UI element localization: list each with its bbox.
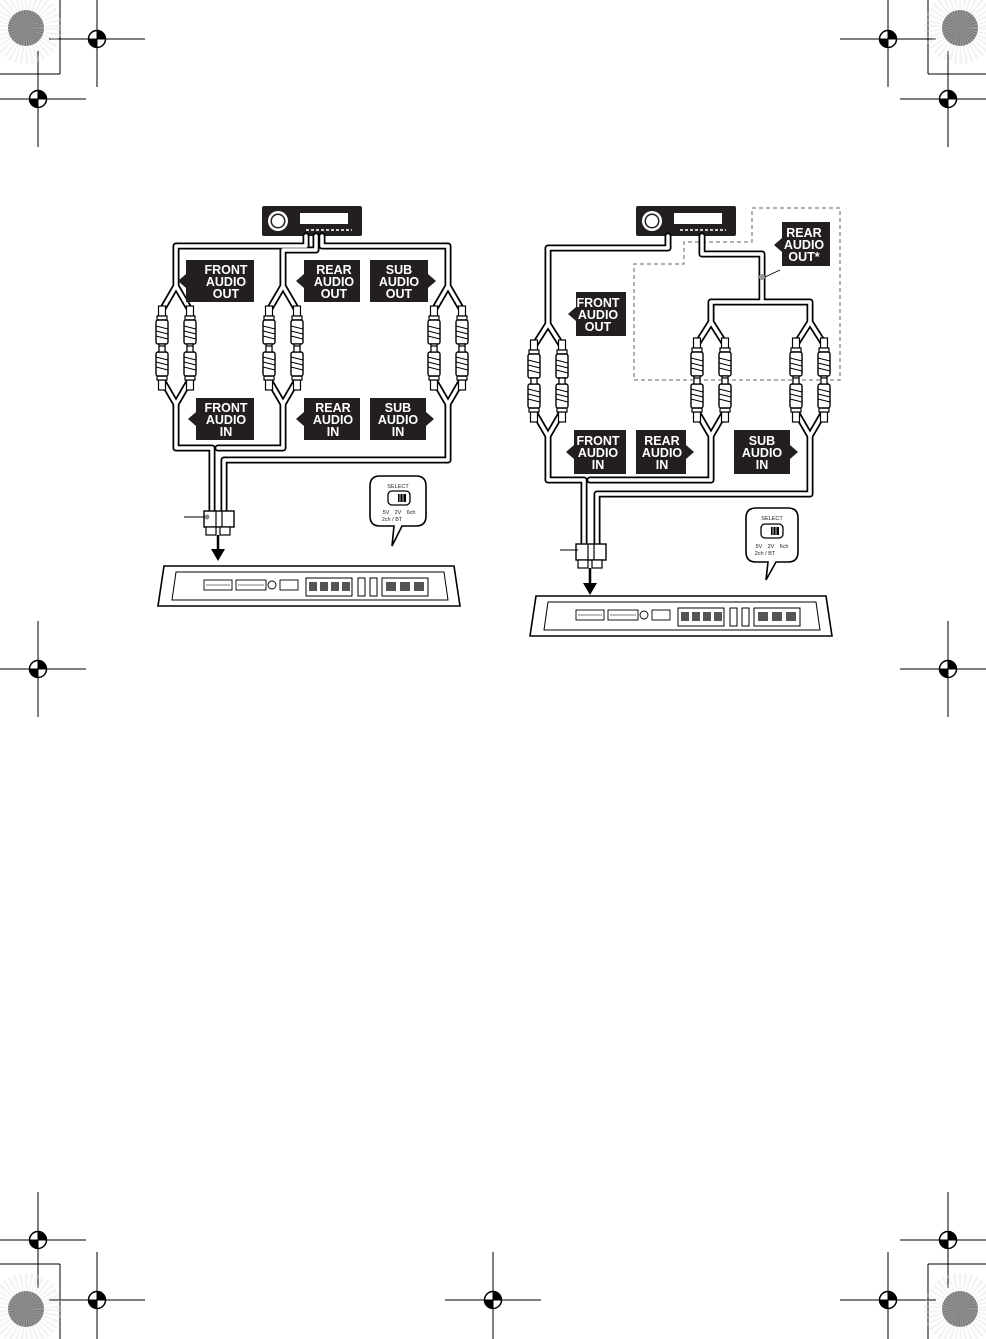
right-cables-inner (534, 236, 824, 545)
right-cables (534, 236, 824, 545)
svg-text:6ch: 6ch (407, 510, 416, 516)
svg-text:IN: IN (656, 458, 669, 472)
label-rear-audio-out: REAR AUDIO OUT* (774, 222, 830, 266)
label-front-audio-out: FRONT AUDIO OUT (568, 292, 626, 336)
right-diagram: REAR AUDIO OUT* FRONT AUDIO OUT FRONT AU… (528, 206, 840, 636)
label-front-audio-in: FRONT AUDIO IN (566, 430, 626, 474)
label-rear-audio-out: REAR AUDIO OUT (296, 260, 360, 302)
svg-text:5V: 5V (756, 544, 763, 550)
select-switch-callout: SELECT 5V 2V 6ch 2ch / BT (746, 508, 798, 580)
left-diagram: FRONT AUDIO OUT REAR AUDIO OUT SUB AUDIO… (156, 206, 468, 606)
svg-text:OUT: OUT (585, 320, 612, 334)
select-switch-callout: SELECT 5V 2V 6ch 2ch / BT (370, 476, 426, 546)
svg-text:2ch / BT: 2ch / BT (755, 551, 776, 557)
label-sub-audio-in: SUB AUDIO IN (734, 430, 798, 474)
svg-text:OUT: OUT (386, 287, 413, 301)
svg-text:OUT: OUT (213, 287, 240, 301)
svg-text:2V: 2V (768, 544, 775, 550)
color-wheel-icon (8, 1291, 44, 1327)
wire-marker (759, 274, 765, 280)
svg-text:OUT: OUT (321, 287, 348, 301)
svg-text:IN: IN (392, 425, 405, 439)
label-rear-audio-in: REAR AUDIO IN (636, 430, 694, 474)
amplifier (530, 596, 832, 636)
amplifier (158, 566, 460, 606)
label-front-audio-in: FRONT AUDIO IN (188, 398, 254, 440)
head-unit (262, 206, 362, 236)
svg-text:IN: IN (592, 458, 605, 472)
label-sub-audio-out: SUB AUDIO OUT (370, 260, 436, 302)
label-front-audio-out: FRONT AUDIO OUT (178, 260, 254, 302)
label-sub-audio-in: SUB AUDIO IN (370, 398, 434, 440)
color-wheel-icon (942, 1291, 978, 1327)
svg-text:IN: IN (327, 425, 340, 439)
svg-text:OUT*: OUT* (788, 250, 819, 264)
svg-text:IN: IN (220, 425, 233, 439)
svg-text:2V: 2V (395, 510, 402, 516)
rca-plugs-top (528, 338, 830, 384)
svg-text:2ch / BT: 2ch / BT (382, 517, 403, 523)
svg-text:SELECT: SELECT (387, 484, 409, 490)
rca-plugs-bottom (528, 378, 830, 422)
svg-text:6ch: 6ch (780, 544, 789, 550)
harness-connector (184, 511, 234, 561)
label-rear-audio-in: REAR AUDIO IN (296, 398, 360, 440)
harness-connector (560, 544, 606, 595)
svg-text:5V: 5V (383, 510, 390, 516)
color-wheel-icon (8, 10, 44, 46)
rca-plugs-top (156, 306, 468, 350)
color-wheel-icon (942, 10, 978, 46)
rca-plugs-bottom (156, 346, 468, 390)
head-unit (636, 206, 736, 236)
svg-text:SELECT: SELECT (761, 516, 783, 522)
svg-text:IN: IN (756, 458, 769, 472)
